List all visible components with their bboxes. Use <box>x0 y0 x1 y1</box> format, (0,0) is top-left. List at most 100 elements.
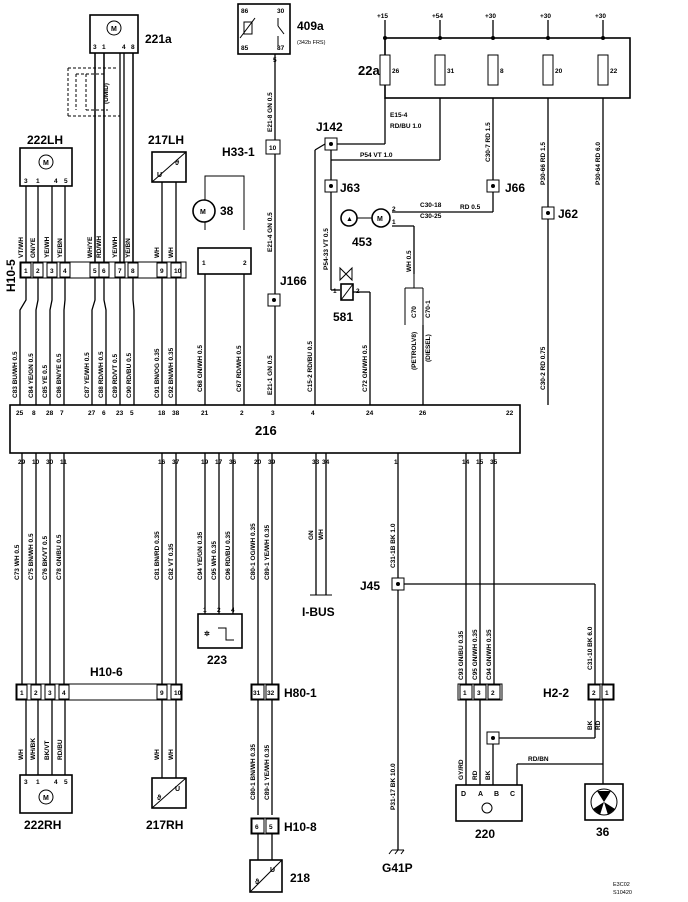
variant-diesel: (DIESEL) <box>425 334 432 362</box>
variant-petrol: (PETROLV8) <box>411 332 418 370</box>
svg-text:ϑ: ϑ <box>255 879 260 886</box>
pin-number: 10 <box>174 690 182 697</box>
label-217LH: 217LH <box>148 133 184 147</box>
connector-pin <box>156 684 168 700</box>
svg-text:M: M <box>43 160 49 167</box>
svg-text:4: 4 <box>122 44 126 51</box>
wire-label: C93 GN/BU 0.35 <box>458 630 465 680</box>
component-218: ϑU 218 <box>249 859 310 893</box>
ecu-pin: 3 <box>271 410 275 417</box>
svg-text:M: M <box>377 216 383 223</box>
ecu-pin: 22 <box>506 410 514 417</box>
label-222LH: 222LH <box>27 133 63 147</box>
wire-label: C82 VT 0.35 <box>168 543 175 580</box>
wire-color-label: WH/YE <box>87 236 94 258</box>
svg-text:U: U <box>270 867 275 874</box>
fuse-node <box>546 36 550 40</box>
wire-color-label: RD <box>472 770 479 780</box>
pin-number: 9 <box>160 268 164 275</box>
junction-J45: J45 C31-1B BK 1.0 C31-10 BK 6.0 P31-17 B… <box>360 453 596 850</box>
pin-number: 5 <box>93 268 97 275</box>
wire-color-label: WH <box>154 247 161 258</box>
wire-RD-0.5: RD 0.5 <box>460 204 481 211</box>
fuse-node <box>601 36 605 40</box>
svg-text:2: 2 <box>392 206 396 213</box>
svg-text:1: 1 <box>202 260 206 267</box>
wire-label: C86 BN/YE 0.5 <box>56 353 63 398</box>
label-222RH: 222RH <box>24 818 61 832</box>
label-36: 36 <box>596 825 610 839</box>
label-H10-8: H10-8 <box>284 820 317 834</box>
connector-H2-2: H2-2 2 1 BK RD <box>486 683 615 790</box>
wire-C30-2: C30-2 RD 0.75 <box>540 346 547 390</box>
wire-color-label: WH/BK <box>30 738 37 760</box>
wire-color-label: RD/WH <box>96 236 103 258</box>
fuse <box>487 54 499 86</box>
wire-P30-66: P30-66 RD 1.5 <box>540 142 547 185</box>
svg-text:M: M <box>111 26 117 33</box>
wire-color-label: WH <box>168 247 175 258</box>
fuse-supply-label: +30 <box>540 13 551 20</box>
h22-wire-rd: RD <box>595 720 602 730</box>
ibus-wire-gn: GN <box>308 530 315 540</box>
wire-P31-17: P31-17 BK 10.0 <box>390 763 397 810</box>
label-J63: J63 <box>340 181 360 195</box>
wire-C70: C70 <box>411 306 418 318</box>
wire-label: C78 GN/BU 0.5 <box>56 534 63 580</box>
ground-G41P: G41P <box>382 849 413 875</box>
component-453: ▲ M 21 453 C30-18 C30-25 <box>340 202 442 274</box>
svg-text:4: 4 <box>54 178 58 185</box>
svg-text:1: 1 <box>36 779 40 786</box>
wire-line <box>19 278 27 405</box>
svg-text:5: 5 <box>269 824 273 831</box>
wire-C68: C68 GN/WH 0.5 <box>197 345 204 392</box>
pin-number: 4 <box>62 690 66 697</box>
wire-color-label: WH <box>154 749 161 760</box>
ecu-pin: 18 <box>158 410 166 417</box>
pin-number: 9 <box>160 690 164 697</box>
pin-number: 3 <box>50 268 54 275</box>
wire-label: C87 YE/WH 0.5 <box>84 352 91 398</box>
ecu-pin: 24 <box>366 410 374 417</box>
wire-color-label: WH <box>168 749 175 760</box>
component-217LH: 217LH Uϑ <box>148 133 187 183</box>
svg-text:U: U <box>157 172 162 179</box>
umid-label: (UMID) <box>103 83 110 104</box>
connector-pin <box>30 684 42 700</box>
label-H80-1: H80-1 <box>284 686 317 700</box>
ecu-pin: 4 <box>311 410 315 417</box>
fuse-number: 31 <box>447 68 455 75</box>
wire-color-label: WH <box>18 749 25 760</box>
wire-line <box>63 278 66 405</box>
wire-C30-25: C30-25 <box>420 213 442 220</box>
label-H33: H33-1 <box>222 145 255 159</box>
ecu-pin: 21 <box>201 410 209 417</box>
wire-C31-1B: C31-1B BK 1.0 <box>390 523 397 568</box>
svg-text:4: 4 <box>231 607 235 614</box>
pin-number: 7 <box>118 268 122 275</box>
svg-text:1: 1 <box>36 178 40 185</box>
wire-E15-4-color: RD/BU 1.0 <box>390 123 422 130</box>
wire-P54: P54 VT 1.0 <box>360 152 393 159</box>
wire-label: C75 BN/WH 0.5 <box>28 533 35 580</box>
label-223: 223 <box>207 653 227 667</box>
wire-label: C88 RD/WH 0.5 <box>98 351 105 398</box>
label-453: 453 <box>352 235 372 249</box>
wire-C30-7: C30-7 RD 1.5 <box>485 122 492 162</box>
wire-C30-18: C30-18 <box>420 202 442 209</box>
wire-E21-1: E21-1 GN 0.5 <box>267 355 274 395</box>
ecu-pin: 2 <box>240 410 244 417</box>
ecu-pin: 1 <box>394 459 398 466</box>
junction-J66: J66 <box>486 179 525 195</box>
fuse-number: 22 <box>610 68 618 75</box>
wire-E21-8: E21-8 GN 0.5 <box>267 92 274 132</box>
label-216: 216 <box>255 423 277 438</box>
label-H2-2: H2-2 <box>543 686 569 700</box>
